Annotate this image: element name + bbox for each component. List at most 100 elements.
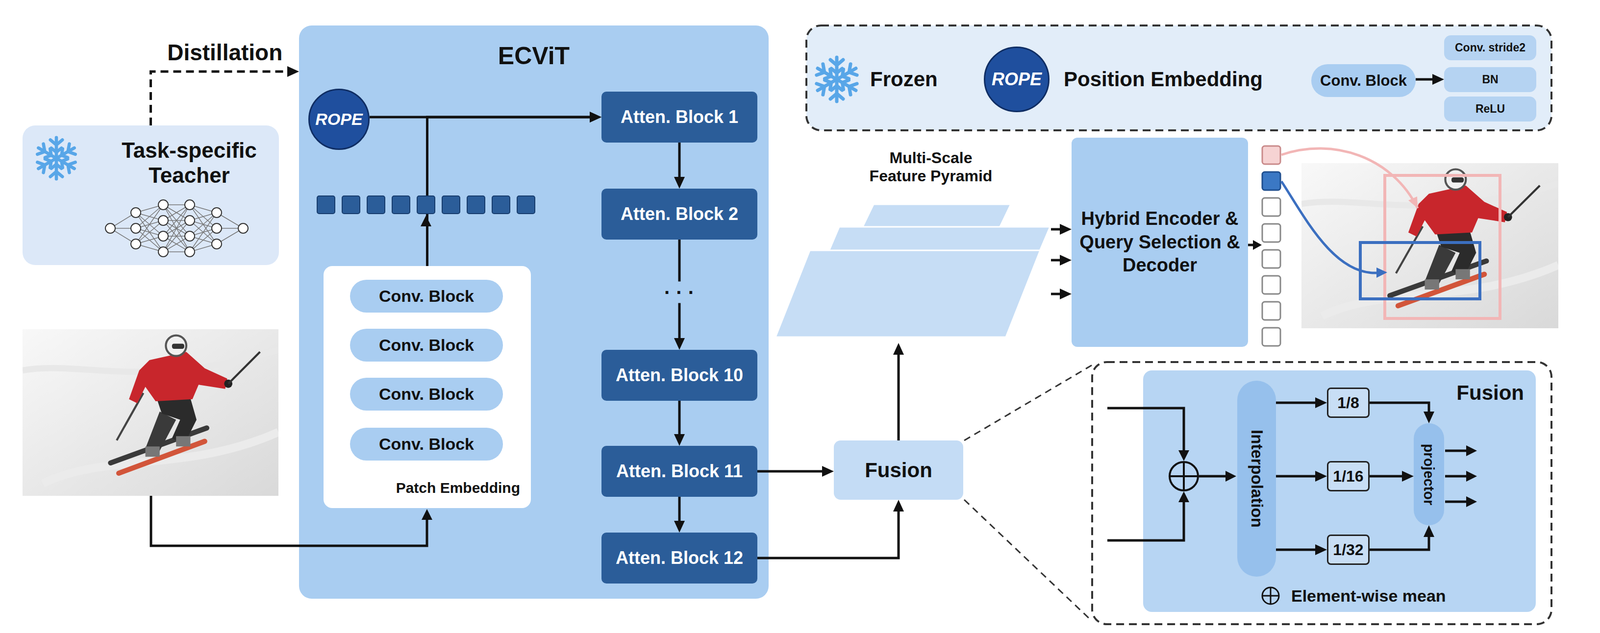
fusion-inputs xyxy=(1178,491,1190,503)
label-holder: · · · xyxy=(659,281,700,304)
connector-line xyxy=(678,142,681,180)
rope-circle: ROPE xyxy=(308,88,370,150)
network-neuron xyxy=(211,207,222,218)
arrow-connector xyxy=(150,66,300,126)
edge-label: Distillation xyxy=(167,39,283,66)
mean-to-interpolation-arrow xyxy=(1199,475,1229,478)
arrowhead xyxy=(893,343,904,355)
zoom-leader-lines xyxy=(964,365,1093,441)
connector-line xyxy=(1050,293,1063,296)
arrowhead xyxy=(822,466,834,477)
block-label: Conv. Block xyxy=(1320,72,1407,90)
network-neuron xyxy=(105,223,116,234)
arrow-connector xyxy=(893,343,904,441)
network-neuron xyxy=(184,231,195,242)
legend-item: Element-wise mean xyxy=(1291,586,1447,606)
projector-outputs xyxy=(1445,450,1469,453)
scale-label: 1/32 xyxy=(1332,541,1364,560)
attention-block: Atten. Block 10 xyxy=(601,350,758,401)
projector-outputs xyxy=(1445,500,1469,504)
output-photo xyxy=(1360,242,1480,300)
network-link xyxy=(135,220,164,245)
arrowhead xyxy=(1315,397,1327,409)
edge-label-holder: Distillation xyxy=(167,39,283,66)
token-row xyxy=(442,196,460,214)
arrowhead xyxy=(287,66,300,77)
connector-line xyxy=(757,508,899,559)
arrow-connector xyxy=(1275,397,1327,409)
arrowhead xyxy=(1315,544,1327,556)
layer-pill: ReLU xyxy=(1444,96,1537,122)
pyramid-title: Multi-Scale Feature Pyramid xyxy=(864,149,998,186)
teacher-model-box: Task-specific Teacher xyxy=(22,125,279,266)
output-photo xyxy=(1384,175,1500,319)
query-curves xyxy=(1281,148,1418,278)
legend-item: Position Embedding xyxy=(1063,67,1263,92)
network-neuron xyxy=(158,231,169,242)
box-label: Hybrid Encoder & Query Selection & Decod… xyxy=(1078,207,1242,278)
arrow-connector xyxy=(369,111,602,123)
conv-block-pill: Conv. Block xyxy=(1311,64,1416,98)
head-output-arrow xyxy=(1252,240,1262,250)
token-row xyxy=(467,196,485,214)
network-neuron xyxy=(130,207,141,218)
network-neuron xyxy=(238,223,249,234)
arrowhead xyxy=(1059,288,1072,300)
token-arrowhead xyxy=(420,215,432,227)
block-label: Atten. Block 10 xyxy=(615,365,744,386)
attention-block: Atten. Block 12 xyxy=(601,532,758,584)
interpolation-pill: Interpolation xyxy=(1237,380,1276,577)
token-row xyxy=(492,196,510,214)
connector-line xyxy=(1369,402,1429,415)
block-label: Conv. Block xyxy=(378,335,475,355)
legend-text: Frozen xyxy=(870,67,938,91)
feature-pyramid: Multi-Scale Feature Pyramid xyxy=(775,142,1051,344)
network-link xyxy=(163,204,190,252)
arrow-connector xyxy=(1050,254,1072,266)
conv-block-pill: Conv. Block xyxy=(350,328,503,362)
mean-to-interpolation-arrow xyxy=(1225,471,1237,482)
token-row xyxy=(392,196,410,214)
arrow-connector xyxy=(427,111,602,267)
block-label: Conv. Block xyxy=(378,434,475,454)
arrow-connector xyxy=(674,400,685,447)
connector-line xyxy=(1275,549,1319,552)
projector-outputs xyxy=(1466,496,1477,508)
arrowhead xyxy=(674,521,685,533)
arrowhead xyxy=(1315,471,1327,482)
network-neuron xyxy=(130,239,141,250)
arrowhead xyxy=(1401,471,1414,482)
network-neuron xyxy=(184,215,195,226)
network-neuron xyxy=(184,200,195,210)
attention-block: Atten. Block 2 xyxy=(601,188,758,240)
connector-line xyxy=(1275,475,1319,478)
arrowhead xyxy=(589,111,602,123)
layer-label: BN xyxy=(1481,73,1499,87)
fusion-inputs xyxy=(1107,408,1184,454)
query-squares xyxy=(1262,275,1281,295)
query-squares xyxy=(1262,250,1281,269)
input-arrow xyxy=(150,496,427,547)
network-neuron xyxy=(211,223,222,234)
arrowhead xyxy=(674,176,685,189)
projector-outputs xyxy=(1445,445,1477,508)
query-squares xyxy=(1262,146,1281,165)
arrowhead xyxy=(1432,74,1445,85)
arrowhead xyxy=(1059,254,1072,266)
fusion-inputs xyxy=(1107,500,1184,541)
legend-frame xyxy=(806,25,1552,131)
legend-mean-symbol xyxy=(1262,587,1279,605)
arrowhead xyxy=(674,338,685,350)
mean-symbol xyxy=(1169,475,1199,478)
layer-pill: BN xyxy=(1444,67,1537,93)
snowflake-icon xyxy=(35,137,77,180)
query-curves xyxy=(1376,267,1388,278)
fusion-detail-panel: FusionInterpolation1/81/161/32projector xyxy=(1143,370,1536,613)
arrow-connector xyxy=(1275,471,1327,482)
legend-mean-symbol xyxy=(1262,587,1279,605)
arrowhead xyxy=(1423,525,1435,538)
connector-line xyxy=(1275,401,1319,405)
arrow-connector xyxy=(1369,402,1435,424)
